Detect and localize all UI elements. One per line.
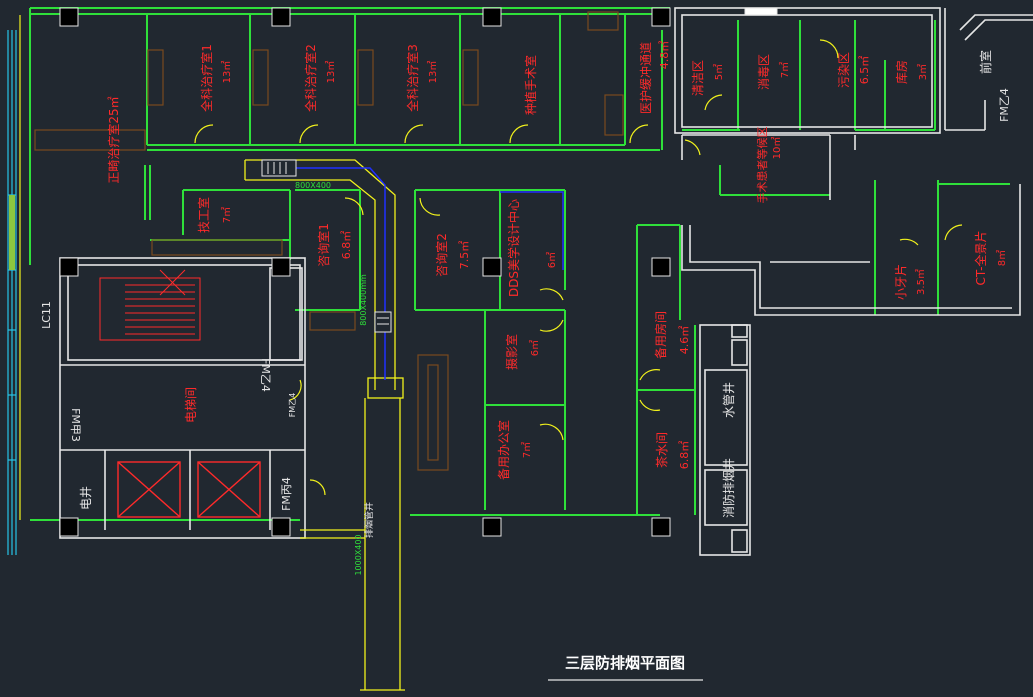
room-xiaodu: 消毒区 — [757, 54, 771, 90]
staircase — [99, 269, 201, 341]
room-sheying: 摄影室 — [504, 334, 519, 370]
label-shaft: 排烟管井 — [363, 502, 375, 538]
smoke-duct — [244, 159, 405, 691]
duct-label-3: 1000X400 — [354, 534, 363, 575]
room-jigong: 技工室 — [196, 197, 211, 233]
room-zixun-1-area: 6.8㎡ — [340, 231, 353, 260]
room-zixun-2-area: 7.5㎡ — [458, 241, 471, 270]
label-fm-yi-4-small: FM乙4 — [288, 393, 297, 418]
elevator-right — [197, 461, 261, 518]
room-qingjie-area: 5㎡ — [713, 64, 725, 80]
duct-label-2: 800X400mm — [359, 274, 368, 326]
room-beiyong-bangong: 备用办公室 — [496, 420, 511, 480]
structural-columns — [59, 7, 778, 537]
room-zixun-2: 咨询室2 — [434, 233, 449, 277]
green-walls — [29, 7, 1010, 521]
room-shoushu-denghou-area: 10㎡ — [771, 137, 783, 160]
room-quanke-3: 全科治疗室3 — [405, 44, 420, 112]
room-wuran: 污染区 — [836, 52, 851, 88]
label-fm-bing-4: FM丙4 — [280, 477, 293, 511]
label-qian-shi: 前室 — [978, 50, 993, 74]
room-zixun-1: 咨询室1 — [316, 223, 331, 267]
room-wuran-area: 6.5㎡ — [858, 56, 871, 85]
room-dds-area: 6㎡ — [546, 252, 558, 268]
label-paiyan-jing: 消防排烟井 — [721, 458, 736, 518]
room-quanke-1-area: 13㎡ — [221, 61, 233, 84]
room-labels: 正畸治疗室25㎡ 全科治疗室1 13㎡ 全科治疗室2 13㎡ 全科治疗室3 13… — [106, 41, 1008, 480]
room-kufang: 库房 — [894, 60, 909, 84]
label-dian-jing: 电井 — [79, 486, 93, 510]
room-beiyong-bangong-area: 7㎡ — [521, 442, 533, 458]
room-ct-area: 8㎡ — [996, 250, 1008, 266]
duct-grilles — [261, 159, 392, 333]
room-kufang-area: 3㎡ — [917, 64, 929, 80]
room-zhongzhi: 种植手术室 — [523, 55, 538, 115]
room-xiaoyapian: 小牙片 — [894, 264, 908, 300]
label-fm-jia-3: FM甲3 — [69, 408, 82, 442]
label-fm-yi-4-right: FM乙4 — [998, 88, 1011, 122]
room-dds: DDS美学设计中心 — [506, 199, 521, 297]
room-xiaoyapian-area: 3.5㎡ — [915, 269, 927, 295]
room-zhengji: 正畸治疗室25㎡ — [106, 96, 121, 183]
room-chashui: 茶水间 — [654, 432, 669, 468]
room-beiyong-fang-area: 4.6㎡ — [678, 326, 691, 355]
room-chashui-area: 6.8㎡ — [678, 441, 691, 470]
room-xiaodu-area: 7㎡ — [779, 62, 791, 78]
label-lc11: LC11 — [40, 301, 53, 329]
curtain-wall — [7, 30, 17, 555]
room-ct: CT-全景片 — [973, 231, 988, 286]
duct-blue-line — [285, 167, 564, 380]
furniture — [34, 11, 624, 471]
facade-accent — [9, 195, 15, 270]
room-sheying-area: 6㎡ — [529, 340, 541, 356]
room-quanke-3-area: 13㎡ — [427, 61, 439, 84]
elevator-left — [117, 461, 181, 518]
room-yihu-area: 4.8㎡ — [658, 41, 671, 70]
duct-label-1: 800X400 — [295, 181, 331, 190]
room-yihu: 医护缓冲通道 — [638, 42, 653, 114]
label-shuiguan-jing: 水管井 — [721, 382, 736, 418]
room-qingjie: 清洁区 — [691, 60, 705, 96]
room-shoushu-denghou: 手术患者等候区 — [755, 127, 769, 204]
room-quanke-2-area: 13㎡ — [325, 61, 337, 84]
room-beiyong-fang: 备用房间 — [653, 311, 668, 359]
door-swings — [194, 39, 963, 496]
white-labels: 电井 水管井 消防排烟井 前室 FM甲3 FM乙4 FM丙4 FM乙4 FM乙4… — [40, 50, 1011, 538]
white-core-walls — [59, 7, 1033, 556]
room-jigong-area: 7㎡ — [221, 207, 233, 223]
drawing-title: 三层防排烟平面图 — [565, 654, 685, 672]
label-fm-yi-4-stair: FM乙4 — [259, 358, 272, 392]
room-quanke-1: 全科治疗室1 — [199, 44, 214, 112]
duct-labels: 800X400 800X400mm 1000X400 — [295, 181, 368, 576]
room-quanke-2: 全科治疗室2 — [303, 44, 318, 112]
room-dianti: 电梯间 — [184, 387, 198, 423]
